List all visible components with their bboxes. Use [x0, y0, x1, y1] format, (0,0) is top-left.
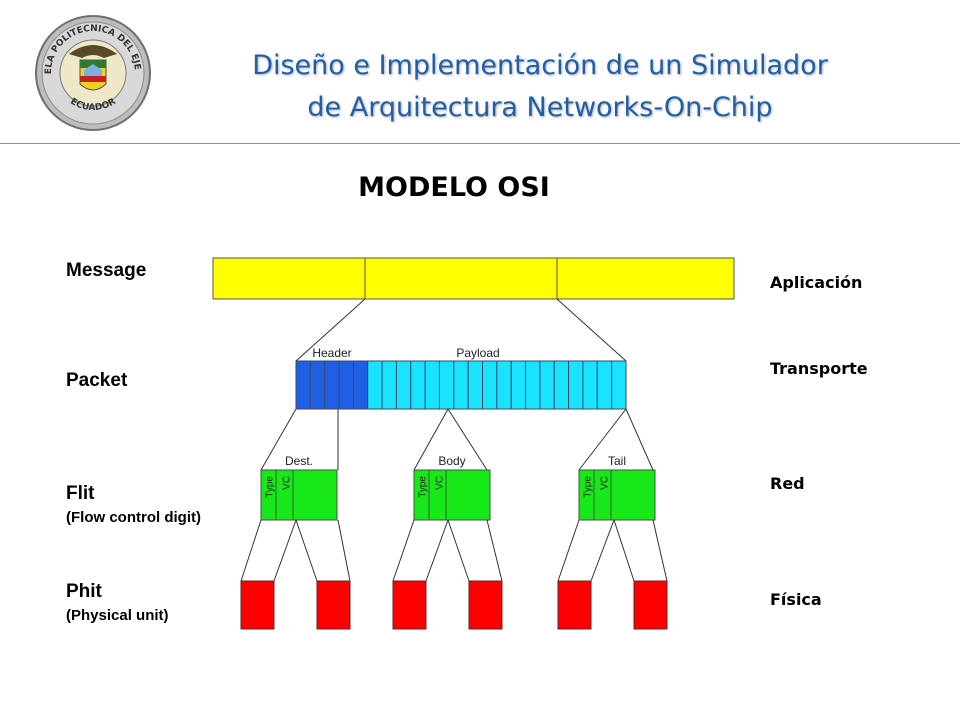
- university-seal-logo: ESCUELA POLITECNICA DEL EJERCITO ECUADOR: [34, 14, 151, 131]
- packet-payload-cell: [611, 360, 627, 410]
- packet-payload-cell: [568, 360, 584, 410]
- packet-header-cell: [324, 360, 340, 410]
- packet-header-label: Header: [312, 346, 351, 360]
- packet-payload-cell: [410, 360, 426, 410]
- header-divider: [0, 143, 960, 144]
- packet-header-cell: [295, 360, 311, 410]
- flit-type-field: Type: [418, 476, 429, 498]
- flit-label: Dest.: [285, 454, 313, 468]
- packet-payload-cell: [510, 360, 527, 410]
- phit-box: [316, 580, 351, 630]
- flit-vc-field: VC: [600, 476, 611, 490]
- phit-box: [468, 580, 503, 630]
- level-sublabel-flit: (Flow control digit): [66, 509, 201, 526]
- flit-type-field: Type: [583, 476, 594, 498]
- level-label-flit: Flit: [66, 483, 95, 504]
- message-bar: [212, 257, 735, 300]
- phit-box: [633, 580, 668, 630]
- phit-box: [392, 580, 427, 630]
- osi-layer-fisica: Física: [770, 590, 822, 609]
- packet-payload-cell: [381, 360, 397, 410]
- flit-1: Dest. Type VC: [260, 454, 338, 521]
- svg-text:ECUADOR: ECUADOR: [68, 97, 117, 113]
- packet-payload-cell: [496, 360, 512, 410]
- packet-to-flit-lines: [260, 408, 654, 471]
- phit-row: [240, 580, 668, 630]
- packet-payload-cell: [596, 360, 613, 410]
- packet-header-cell: [338, 360, 354, 410]
- phit-box: [240, 580, 275, 630]
- packet-payload-cell: [438, 360, 455, 410]
- level-sublabel-phit: (Physical unit): [66, 607, 169, 624]
- packet-bar: [295, 360, 627, 410]
- flit-to-phit-lines: [240, 519, 668, 582]
- flit-box: [413, 469, 491, 521]
- flit-box: [260, 469, 338, 521]
- packet-payload-cell: [582, 360, 598, 410]
- packet-payload-cell: [482, 360, 498, 410]
- seal-bottom-text: ECUADOR: [68, 97, 117, 113]
- flit-type-field: Type: [265, 476, 276, 498]
- packet-payload-cell: [424, 360, 440, 410]
- packet-payload-cell: [467, 360, 484, 410]
- flit-label: Body: [438, 454, 465, 468]
- phit-box: [557, 580, 592, 630]
- packet-payload-cell: [367, 360, 383, 410]
- level-label-message: Message: [66, 260, 146, 281]
- message-to-packet-funnel: [295, 298, 627, 362]
- slide-subtitle: MODELO OSI: [358, 172, 550, 203]
- osi-layer-aplicacion: Aplicación: [770, 273, 863, 292]
- presentation-title-line-1: Diseño e Implementación de un Simulador: [252, 50, 828, 81]
- packet-payload-cell: [525, 360, 541, 410]
- level-label-packet: Packet: [66, 370, 128, 391]
- presentation-title-line-2: de Arquitectura Networks-On-Chip: [307, 92, 773, 123]
- packet-payload-label: Payload: [456, 346, 499, 360]
- flit-vc-field: VC: [435, 476, 446, 490]
- packet-payload-cell: [395, 360, 412, 410]
- packet-payload-cell: [539, 360, 555, 410]
- flit-vc-field: VC: [282, 476, 293, 490]
- packet-payload-cell: [553, 360, 570, 410]
- osi-layer-transporte: Transporte: [770, 359, 868, 378]
- packet-header-cell: [352, 360, 369, 410]
- packet-payload-cell: [453, 360, 469, 410]
- osi-layer-red: Red: [770, 474, 805, 493]
- flit-box: [578, 469, 656, 521]
- flit-label: Tail: [608, 454, 626, 468]
- level-label-phit: Phit: [66, 581, 103, 602]
- packet-header-cell: [309, 360, 326, 410]
